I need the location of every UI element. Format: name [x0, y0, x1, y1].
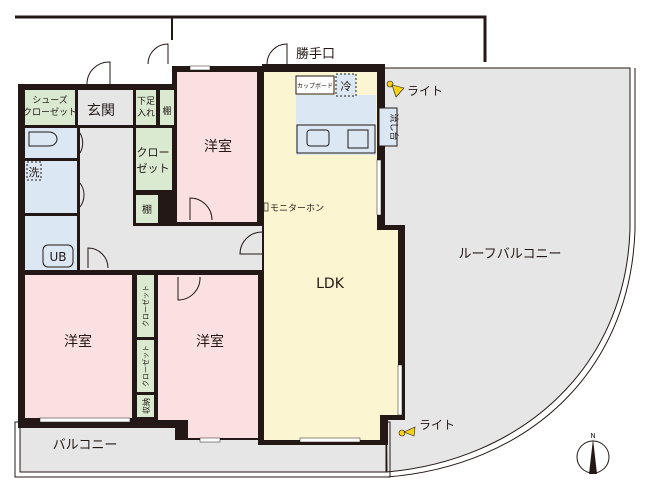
fridge-label: 冷 [341, 80, 352, 93]
light-top-label: ライト [407, 84, 443, 98]
site-boundary [15, 15, 487, 62]
shelf-label: 棚 [162, 105, 171, 117]
shelf-entrance [160, 90, 174, 125]
entrance-label: 玄関 [87, 102, 115, 119]
entrance [78, 90, 133, 125]
shoe-box-label: 下足 [137, 96, 155, 107]
cupboard [295, 75, 335, 95]
closet-narrow-2-label: クローゼット [141, 345, 150, 387]
entrance-door[interactable] [86, 61, 111, 85]
shoe-closet-label-2: クローゼット [23, 106, 77, 118]
ldk-door[interactable] [239, 231, 263, 255]
room-right-door[interactable] [177, 276, 201, 301]
storage-door[interactable] [147, 43, 169, 65]
wash-door[interactable] [79, 182, 85, 208]
ldk-label: LDK [316, 276, 345, 292]
window-ldk-upper [376, 159, 382, 216]
western-room-right-label: 洋室 [196, 333, 224, 350]
intercom-icon [263, 202, 269, 212]
sink-counter [378, 107, 398, 147]
window-right-room [199, 437, 221, 443]
window-left-room [39, 417, 131, 423]
compass-icon: N [576, 432, 610, 474]
cupboard-label: カップボード [297, 82, 333, 90]
bath-room [25, 216, 77, 270]
intercom-label: モニターホン [270, 203, 324, 214]
roof-balcony-area [382, 67, 631, 473]
compass-north-label: N [590, 432, 595, 440]
toilet-door[interactable] [79, 132, 84, 154]
light-bottom-label: ライト [419, 418, 455, 432]
roof-balcony-railing [386, 68, 636, 478]
closet-top-label-2: ゼット [137, 162, 170, 175]
western-room-right-bottom [188, 420, 258, 438]
western-room-top [177, 72, 257, 222]
room-left-door[interactable] [87, 247, 109, 269]
service-door[interactable] [266, 43, 288, 65]
closet-narrow-2 [137, 340, 154, 392]
window-ldk-bottom [299, 437, 361, 443]
window-room-top [189, 65, 211, 71]
western-room-top-label: 洋室 [204, 138, 232, 155]
sink-icon [306, 129, 330, 147]
kitchen-counter [296, 124, 376, 154]
fridge [335, 73, 357, 97]
closet-narrow-1 [137, 275, 154, 337]
closet-narrow-1-label: クローゼット [141, 285, 150, 327]
hallway [80, 128, 262, 270]
toilet-room [25, 128, 77, 158]
sink-label: 流し台 [388, 113, 400, 140]
light-icon-bottom [398, 426, 416, 437]
western-room-right-top [158, 275, 258, 420]
shoe-closet [25, 90, 75, 125]
window-ldk-lower [397, 364, 403, 416]
balcony-label: バルコニー [53, 438, 118, 453]
stove-icon [347, 129, 369, 149]
shoe-closet-label: シューズ [32, 94, 68, 106]
shoe-box [136, 90, 156, 125]
wash-label: 洗 [29, 166, 40, 179]
light-icon-top [386, 80, 405, 98]
roof-balcony-label: ルーフバルコニー [459, 247, 562, 262]
storage [137, 395, 154, 417]
western-room-left-label: 洋室 [64, 333, 92, 350]
ldk-room [264, 72, 398, 440]
shelf-hall-label: 棚 [142, 203, 152, 216]
room-top-door[interactable] [189, 197, 213, 221]
storage-label: 収納 [141, 398, 151, 414]
closet-top [136, 128, 172, 190]
bathtub-icon [42, 244, 74, 268]
wash-room [25, 161, 77, 213]
toilet-icon [28, 131, 58, 147]
western-room-left [25, 275, 132, 418]
shelf-hall [136, 195, 158, 223]
unit-bath-label: UB [49, 250, 66, 264]
shoe-box-label-2: 入れ [137, 108, 155, 119]
service-door-label: 勝手口 [296, 47, 335, 62]
closet-top-label: クロー [137, 146, 170, 159]
